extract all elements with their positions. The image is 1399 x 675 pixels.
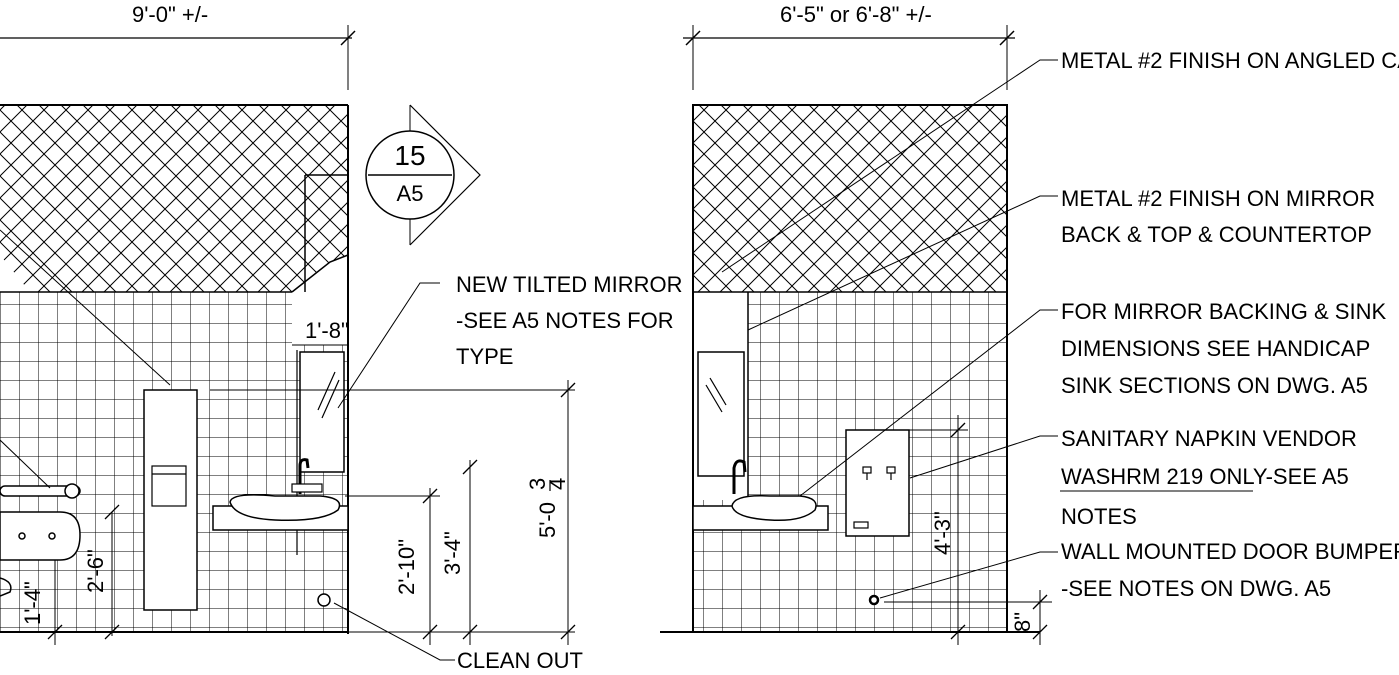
left-angled-cap-hatch [0,105,348,292]
left-sink [229,494,341,522]
toilet [0,511,81,561]
tilted-mirror-note-2: -SEE A5 NOTES FOR [456,308,674,333]
mirror-top-frac-num: 3 [525,478,550,490]
door-bumper [868,594,880,606]
clean-out-note: CLEAN OUT [457,648,583,673]
sink-dims-note-3: SINK SECTIONS ON DWG. A5 [1061,373,1368,398]
vendor-note-1: SANITARY NAPKIN VENDOR [1061,426,1357,451]
left-mirror [299,351,345,473]
mirror-finish-note-1: METAL #2 FINISH ON MIRROR [1061,186,1375,211]
tilted-mirror-note-3: TYPE [456,344,513,369]
mirror-top-dim-main: 5'-0 [535,502,560,538]
vendor-note-2: WASHRM 219 ONLY-SEE A5 [1061,464,1349,489]
right-width-dim: 6'-5" or 6'-8" +/- [780,2,932,27]
napkin-vendor [845,429,910,537]
bumper-note-2: -SEE NOTES ON DWG. A5 [1061,576,1331,601]
sink-dims-note-1: FOR MIRROR BACKING & SINK [1061,299,1386,324]
bumper-height-dim: 8" [1010,612,1035,632]
cap-finish-note: METAL #2 FINISH ON ANGLED CAP [1061,48,1399,73]
right-elevation: 6'-5" or 6'-8" +/- 4'-3" 8" METAL #2 FIN… [660,2,1399,645]
left-elevation: 15 A5 9'-0" +/- 1'-8" 2'-6" 1'-4" 2'-10"… [0,2,683,673]
mirror-top-dim: 5'-0 3 4 [525,478,570,538]
tilted-mirror-note-1: NEW TILTED MIRROR [456,272,683,297]
faucet-dim: 3'-4" [440,531,465,575]
mirror-width-dim: 1'-8" [305,318,349,343]
right-mirror [697,351,745,477]
section-marker: 15 A5 [365,104,481,246]
right-faucet [732,459,747,494]
bumper-note-1: WALL MOUNTED DOOR BUMPER [1061,539,1399,564]
grab-bar [0,485,81,497]
sink-dims-note-2: DIMENSIONS SEE HANDICAP [1061,336,1370,361]
mirror-top-frac-den: 4 [545,478,570,490]
left-width-dim: 9'-0" +/- [132,2,208,27]
vendor-height-dim: 4'-3" [930,511,955,555]
counter-dim: 2'-10" [394,539,419,595]
vendor-note-3: NOTES [1061,504,1137,529]
section-number: 15 [394,140,425,171]
grab-bar-dim: 2'-6" [83,549,108,593]
mirror-finish-note-2: BACK & TOP & COUNTERTOP [1061,222,1372,247]
left-faucet [298,458,310,494]
toilet-dim: 1'-4" [20,581,45,625]
section-sheet: A5 [397,181,424,206]
right-sink [731,494,817,522]
clean-out [317,593,331,607]
right-angled-cap-hatch [693,105,1007,292]
